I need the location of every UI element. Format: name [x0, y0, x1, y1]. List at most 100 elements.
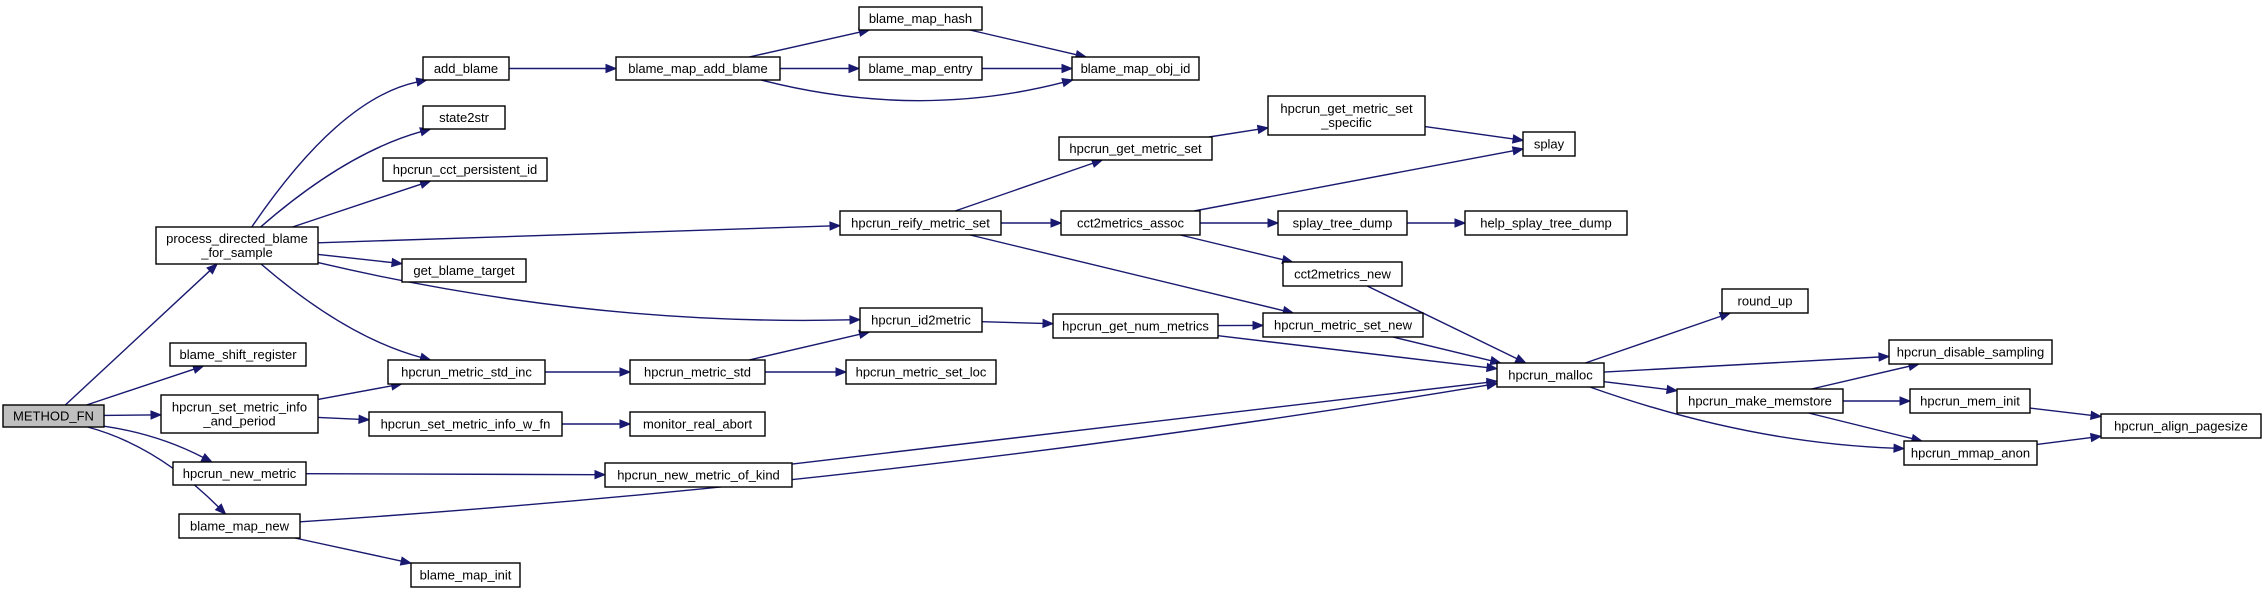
node-box	[1464, 210, 1628, 236]
node-hsmip[interactable]: hpcrun_set_metric_info_and_period	[160, 394, 319, 434]
node-label: hpcrun_metric_set_loc	[856, 365, 987, 380]
node-box	[2, 404, 105, 428]
edge-hsmip-to-hsmiwf	[317, 414, 371, 424]
node-bsr[interactable]: blame_shift_register	[169, 342, 307, 367]
node-hstd[interactable]: help_splay_tree_dump	[1464, 210, 1628, 236]
node-box	[382, 157, 548, 182]
node-box	[1903, 440, 2038, 466]
node-hma[interactable]: hpcrun_mmap_anon	[1903, 440, 2038, 466]
edge-hrms-to-hmsn	[970, 234, 1295, 316]
node-box	[1888, 339, 2053, 365]
node-label: hpcrun_id2metric	[871, 313, 971, 328]
edge-root-to-bsr	[86, 364, 205, 406]
node-hap[interactable]: hpcrun_align_pagesize	[2100, 413, 2262, 439]
edge-c2ma-to-splay	[1193, 146, 1525, 212]
node-hsmiwf[interactable]: hpcrun_set_metric_info_w_fn	[368, 411, 563, 437]
edge-hgmss-to-splay	[1424, 125, 1525, 144]
edge-hgnm-to-hmalloc	[1217, 335, 1499, 373]
node-box	[629, 411, 766, 437]
node-box	[422, 56, 510, 81]
edge-hnm-to-hnmok	[305, 469, 607, 480]
node-c2mn[interactable]: cct2metrics_new	[1282, 261, 1403, 287]
node-box	[858, 56, 983, 81]
node-box	[178, 513, 301, 539]
node-hnm[interactable]: hpcrun_new_metric	[172, 461, 307, 486]
node-bme[interactable]: blame_map_entry	[858, 56, 983, 81]
node-hmsn[interactable]: hpcrun_metric_set_new	[1262, 312, 1424, 338]
node-hrms[interactable]: hpcrun_reify_metric_set	[839, 210, 1002, 236]
node-hgms[interactable]: hpcrun_get_metric_set	[1058, 136, 1213, 161]
node-box	[1071, 56, 1200, 81]
node-box	[1522, 131, 1576, 157]
node-bmh[interactable]: blame_map_hash	[858, 6, 983, 31]
node-pdbfs[interactable]: process_directed_blame_for_sample	[155, 226, 319, 265]
node-hmsi[interactable]: hpcrun_metric_std_inc	[387, 359, 546, 385]
node-label: cct2metrics_assoc	[1077, 216, 1184, 231]
node-box	[169, 342, 307, 367]
edge-hms-to-hmsl	[765, 367, 848, 377]
edge-pdbfs-to-gbt	[317, 253, 404, 268]
node-box	[422, 105, 506, 130]
node-splay[interactable]: splay	[1522, 131, 1576, 157]
edge-hid2-to-hgnm	[981, 318, 1055, 329]
edge-root-to-pdbfs	[64, 263, 219, 406]
node-std[interactable]: splay_tree_dump	[1277, 210, 1408, 236]
edge-hmalloc-to-hds	[1603, 352, 1891, 373]
node-label: METHOD_FN	[13, 409, 94, 424]
node-label: blame_map_hash	[869, 11, 972, 26]
edge-pdbfs-to-hccpi	[292, 179, 432, 228]
edge-bmab-to-bmh	[749, 27, 871, 58]
node-box	[401, 258, 527, 283]
node-bmi[interactable]: blame_map_init	[410, 562, 521, 588]
node-box	[845, 359, 997, 385]
node-box	[172, 461, 307, 486]
edge-hmalloc-to-rup	[1585, 311, 1732, 364]
node-box	[1721, 288, 1809, 314]
node-label: hpcrun_reify_metric_set	[851, 216, 990, 231]
node-hccpi[interactable]: hpcrun_cct_persistent_id	[382, 157, 548, 182]
edge-hgnm-to-hmsn	[1217, 320, 1265, 331]
node-s2s[interactable]: state2str	[422, 105, 506, 130]
node-hnmok[interactable]: hpcrun_new_metric_of_kind	[604, 462, 793, 488]
edge-hms-to-hid2	[748, 329, 871, 361]
edge-hma-to-hap	[2036, 432, 2103, 446]
edge-hmi-to-hap	[2029, 407, 2103, 420]
node-box	[368, 411, 563, 437]
node-label: cct2metrics_new	[1294, 267, 1391, 282]
node-label: _specific	[1320, 115, 1372, 130]
node-hds[interactable]: hpcrun_disable_sampling	[1888, 339, 2053, 365]
node-hms[interactable]: hpcrun_metric_std	[629, 359, 766, 385]
node-ab[interactable]: add_blame	[422, 56, 510, 81]
edge-root-to-bmn	[87, 426, 227, 515]
node-hmsl[interactable]: hpcrun_metric_set_loc	[845, 359, 997, 385]
node-bmab[interactable]: blame_map_add_blame	[615, 56, 781, 81]
edge-bmab-to-bme	[779, 63, 861, 74]
node-c2ma[interactable]: cct2metrics_assoc	[1060, 210, 1201, 236]
edge-hmm-to-hds	[1811, 361, 1921, 390]
node-hgnm[interactable]: hpcrun_get_num_metrics	[1052, 313, 1219, 339]
node-hid2[interactable]: hpcrun_id2metric	[859, 307, 983, 333]
node-label: hpcrun_new_metric	[183, 466, 297, 481]
node-bmoi[interactable]: blame_map_obj_id	[1071, 56, 1200, 81]
node-rup[interactable]: round_up	[1721, 288, 1809, 314]
node-label: process_directed_blame	[166, 231, 308, 246]
node-hmm[interactable]: hpcrun_make_memstore	[1676, 388, 1844, 414]
node-label: hpcrun_cct_persistent_id	[393, 162, 538, 177]
node-box	[410, 562, 521, 588]
node-root[interactable]: METHOD_FN	[2, 404, 105, 428]
node-label: state2str	[439, 110, 490, 125]
node-hmi[interactable]: hpcrun_mem_init	[1909, 388, 2031, 414]
node-box	[1052, 313, 1219, 339]
node-label: hpcrun_get_num_metrics	[1062, 319, 1209, 334]
node-hgmss[interactable]: hpcrun_get_metric_set_specific	[1267, 95, 1426, 136]
edge-std-to-hstd	[1406, 218, 1467, 228]
edge-hrms-to-c2ma	[1000, 218, 1063, 228]
node-label: hpcrun_make_memstore	[1688, 394, 1832, 409]
node-label: hpcrun_mem_init	[1920, 394, 2020, 409]
edge-hsmiwf-to-mra	[562, 419, 632, 429]
node-gbt[interactable]: get_blame_target	[401, 258, 527, 283]
node-hmalloc[interactable]: hpcrun_malloc	[1496, 362, 1605, 388]
node-mra[interactable]: monitor_real_abort	[629, 411, 766, 437]
node-bmn[interactable]: blame_map_new	[178, 513, 301, 539]
